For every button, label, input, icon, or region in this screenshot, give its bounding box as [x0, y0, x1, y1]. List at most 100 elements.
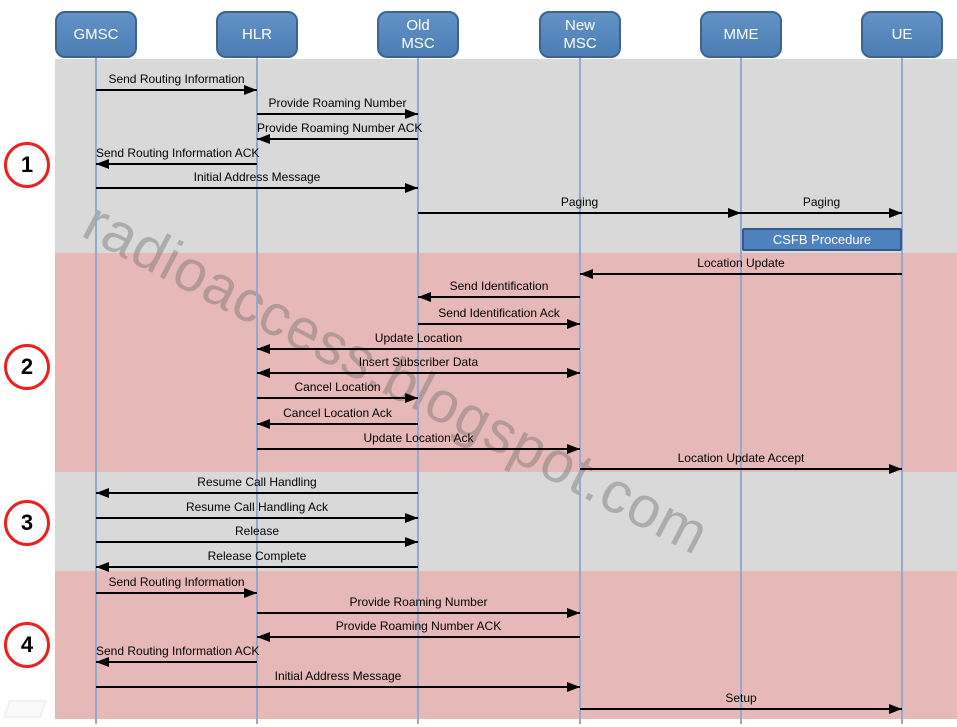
- arrowhead-left: [257, 134, 270, 144]
- actor-label: MSC: [401, 34, 435, 52]
- arrowhead-left: [96, 562, 109, 572]
- arrowhead-right: [244, 588, 257, 598]
- message-line-12: [257, 397, 418, 399]
- message-label: Provide Roaming Number ACK: [335, 619, 502, 633]
- lifeline-GMSC: [95, 58, 97, 724]
- message-label: Release: [234, 524, 280, 538]
- actor-box-UE: UE: [861, 11, 943, 58]
- message-label: Send Routing Information ACK: [96, 146, 260, 160]
- message-line-9: [418, 323, 580, 325]
- message-label: Location Update: [697, 256, 785, 270]
- arrowhead-left: [96, 488, 109, 498]
- message-line-0: [96, 89, 257, 91]
- arrowhead-right: [567, 608, 580, 618]
- actor-label: MSC: [563, 34, 597, 52]
- actor-label: Old: [406, 17, 430, 35]
- message-label: Send Identification Ack: [438, 306, 560, 320]
- message-line-15: [580, 468, 902, 470]
- lifeline-MME: [740, 58, 742, 724]
- message-line-17: [96, 517, 418, 519]
- message-label: Provide Roaming Number: [349, 595, 488, 609]
- message-line-25: [580, 708, 902, 710]
- actor-label: HLR: [241, 25, 272, 43]
- section-number-4: 4: [4, 622, 50, 668]
- actor-label: GMSC: [73, 25, 119, 43]
- section-band-1: [55, 59, 957, 253]
- actor-label: UE: [891, 25, 913, 43]
- arrowhead-right: [567, 682, 580, 692]
- message-line-2: [257, 138, 418, 140]
- message-label: Resume Call Handling: [197, 475, 317, 489]
- arrowhead-right: [405, 513, 418, 523]
- arrowhead-right: [889, 464, 902, 474]
- arrowhead-right: [889, 704, 902, 714]
- actor-box-MME: MME: [700, 11, 782, 58]
- arrowhead-right: [405, 393, 418, 403]
- arrowhead-right: [567, 444, 580, 454]
- message-line-3: [96, 163, 257, 165]
- message-label: Update Location: [374, 331, 463, 345]
- message-label: Release Complete: [207, 549, 307, 563]
- message-line-4: [96, 187, 418, 189]
- faded-shape-icon: [3, 700, 47, 718]
- message-line-20: [96, 592, 257, 594]
- actor-label: MME: [723, 25, 759, 43]
- message-label: Provide Roaming Number ACK: [257, 121, 423, 135]
- message-line-7: [580, 273, 902, 275]
- message-line-24: [96, 686, 580, 688]
- message-line-16: [96, 492, 418, 494]
- message-label: Send Routing Information: [108, 575, 245, 589]
- arrowhead-right: [405, 183, 418, 193]
- message-line-19: [96, 566, 418, 568]
- lifeline-HLR: [256, 58, 258, 724]
- arrowhead-left: [257, 344, 270, 354]
- message-label: Paging: [802, 195, 841, 209]
- message-label: Provide Roaming Number: [268, 96, 407, 110]
- message-label: Setup: [725, 691, 757, 705]
- message-label: Cancel Location: [294, 380, 381, 394]
- arrowhead-right: [405, 537, 418, 547]
- arrowhead-right: [405, 109, 418, 119]
- message-label: Paging: [560, 195, 599, 209]
- message-label: Location Update Accept: [677, 451, 805, 465]
- message-label: Cancel Location Ack: [283, 406, 392, 420]
- arrowhead-left: [96, 159, 109, 169]
- message-line-11: [257, 372, 580, 374]
- message-line-18: [96, 541, 418, 543]
- message-label: Send Routing Information ACK: [96, 644, 260, 658]
- arrowhead-right: [889, 208, 902, 218]
- arrowhead-right: [244, 85, 257, 95]
- message-label: Initial Address Message: [193, 170, 321, 184]
- message-line-10: [257, 348, 580, 350]
- actor-box-HLR: HLR: [216, 11, 298, 58]
- message-line-14: [257, 448, 580, 450]
- arrowhead-left: [418, 292, 431, 302]
- arrowhead-left: [257, 632, 270, 642]
- message-label: Insert Subscriber Data: [358, 355, 479, 369]
- section-number-3: 3: [4, 500, 50, 546]
- lifeline-NewMSC: [579, 58, 581, 724]
- arrowhead-left: [257, 368, 270, 378]
- message-label: Send Routing Information: [108, 72, 245, 86]
- section-band-3: [55, 472, 957, 571]
- message-label: Resume Call Handling Ack: [185, 500, 329, 514]
- arrowhead-left: [257, 419, 270, 429]
- section-number-1: 1: [4, 142, 50, 188]
- section-band-2: [55, 253, 957, 472]
- message-line-6: [741, 212, 902, 214]
- message-label: Initial Address Message: [274, 669, 402, 683]
- section-band-4: [55, 571, 957, 719]
- arrowhead-left: [580, 269, 593, 279]
- lifeline-UE: [901, 58, 903, 724]
- actor-label: New: [564, 17, 595, 35]
- lifeline-OldMSC: [417, 58, 419, 724]
- message-line-8: [418, 296, 580, 298]
- message-line-21: [257, 612, 580, 614]
- section-number-2: 2: [4, 344, 50, 390]
- message-label: Update Location Ack: [363, 431, 474, 445]
- actor-box-GMSC: GMSC: [55, 11, 137, 58]
- message-line-13: [257, 423, 418, 425]
- arrowhead-left: [96, 657, 109, 667]
